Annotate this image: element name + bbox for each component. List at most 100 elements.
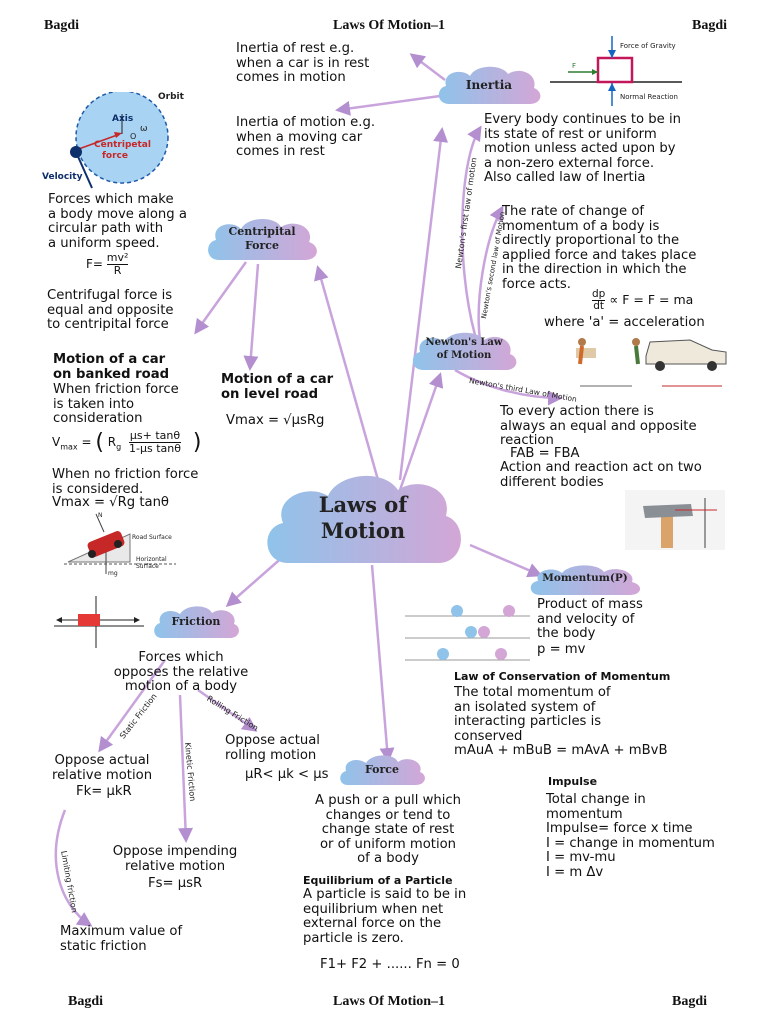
third-law-formula: FAB = FBA bbox=[510, 446, 580, 461]
banked-formula-num: μs+ tanθ bbox=[129, 429, 181, 443]
banked-title: Motion of a car on banked road bbox=[53, 352, 170, 382]
conservation-text: The total momentum of an isolated system… bbox=[454, 685, 611, 744]
centripetal-cloud: Centripital Force bbox=[203, 214, 321, 264]
fig-f-label: F bbox=[572, 62, 577, 70]
conservation-formula: mAuA + mBuB = mAvA + mBvB bbox=[454, 743, 668, 758]
rolling-text: Oppose actual rolling motion bbox=[225, 733, 320, 763]
friction-cloud-label: Friction bbox=[171, 615, 221, 628]
force-cloud-label: Force bbox=[364, 763, 400, 776]
force-cloud: Force bbox=[336, 752, 428, 788]
centrifugal-text: Centrifugal force is equal and opposite … bbox=[47, 288, 174, 332]
third-law-label: Newton's third Law of Motion bbox=[468, 376, 578, 404]
inertia-definition: Every body continues to be in its state … bbox=[484, 112, 682, 185]
newton-figure bbox=[572, 330, 732, 392]
banked-formula: Vmax = ( Rg μs+ tanθ 1-μs tanθ ) bbox=[52, 429, 202, 456]
static-formula: Fk= μkR bbox=[76, 784, 132, 799]
second-law-formula-rest: ∝ F = F = ma bbox=[609, 292, 694, 307]
fig-normal-label: Normal Reaction bbox=[620, 93, 678, 101]
static-friction-label: Static Friction bbox=[118, 691, 159, 741]
collision-figure bbox=[405, 602, 530, 664]
fig-force-line1: Centripetal bbox=[94, 140, 151, 150]
limiting-friction-label: Limiting friction bbox=[59, 850, 79, 914]
arrow-to-force bbox=[370, 564, 395, 763]
newton-cloud-line2: of Motion bbox=[436, 350, 492, 361]
centripetal-definition: Forces which make a body move along a ci… bbox=[48, 192, 187, 251]
arrow-to-inertia bbox=[398, 127, 449, 481]
second-law-formula: dp dt ∝ F = F = ma bbox=[592, 289, 693, 312]
hammer-figure bbox=[625, 490, 725, 550]
second-law-formula-den: dt bbox=[593, 300, 605, 312]
equilibrium-text: A particle is said to be in equilibrium … bbox=[303, 887, 467, 946]
friction-figure bbox=[54, 594, 148, 654]
first-law-label: Newton's first law of motion bbox=[454, 156, 479, 270]
central-title-line1: Laws of bbox=[318, 492, 408, 517]
banked-formula-lhs-sub: max bbox=[60, 442, 78, 452]
momentum-formula: p = mv bbox=[537, 642, 586, 657]
level-title: Motion of a car on level road bbox=[221, 372, 334, 402]
inertia-of-motion: Inertia of motion e.g. when a moving car… bbox=[236, 115, 376, 159]
inertia-cloud-label: Inertia bbox=[465, 78, 513, 92]
static-text: Oppose actual relative motion bbox=[51, 753, 153, 783]
momentum-cloud: Momentum(P) bbox=[526, 562, 644, 598]
fig-horizontal-label: Horizontal Surface bbox=[136, 556, 167, 570]
banked-formula-rg-sub: g bbox=[116, 442, 122, 452]
inertia-of-rest: Inertia of rest e.g. when a car is in re… bbox=[236, 41, 370, 85]
third-law-bodies: Action and reaction act on two different… bbox=[500, 460, 702, 490]
centripetal-formula-den: R bbox=[113, 264, 122, 277]
inertia-cloud: Inertia bbox=[434, 62, 544, 108]
footer-left: Bagdi bbox=[68, 994, 104, 1009]
centripetal-formula-num: mv² bbox=[106, 251, 129, 265]
fig-velocity-label: Velocity bbox=[42, 172, 83, 182]
central-cloud: Laws of Motion bbox=[258, 468, 468, 578]
banked-formula-rg: R bbox=[107, 435, 117, 449]
fig-mg-label: mg bbox=[108, 570, 118, 577]
newton-cloud-line1: Newton's Law bbox=[425, 337, 503, 348]
header-left: Bagdi bbox=[44, 18, 80, 33]
centripetal-cloud-line1: Centripital bbox=[228, 225, 296, 238]
fig-road-label: Road Surface bbox=[132, 534, 172, 541]
second-law-text: The rate of change of momentum of a body… bbox=[502, 204, 697, 292]
rolling-friction-label: Rolling Friction bbox=[205, 694, 260, 733]
footer-right: Bagdi bbox=[672, 994, 708, 1009]
arrow-to-banked bbox=[194, 261, 248, 335]
banked-formula-eq: = bbox=[81, 435, 92, 449]
arrow-to-inertia-motion bbox=[335, 94, 441, 116]
fig-omega-label: ω bbox=[140, 124, 148, 134]
impending-formula: Fs= μsR bbox=[148, 876, 203, 891]
header-title: Laws Of Motion–1 bbox=[333, 18, 445, 33]
equilibrium-formula: F1+ F2 + ...... Fn = 0 bbox=[320, 957, 460, 972]
centripetal-cloud-line2: Force bbox=[244, 239, 280, 252]
fig-o-label: O bbox=[130, 132, 137, 141]
central-title-line2: Motion bbox=[320, 518, 406, 543]
orbit-figure: Orbit Axis ω O Centripetal force Velocit… bbox=[42, 90, 202, 192]
banked-formula-lhs: V bbox=[52, 435, 61, 449]
centripetal-formula: F= mv² R bbox=[86, 251, 129, 277]
acceleration-text: where 'a' = acceleration bbox=[544, 315, 705, 330]
conservation-title: Law of Conservation of Momentum bbox=[454, 670, 671, 683]
banked-no-friction-text: When no friction force is considered. bbox=[52, 467, 199, 497]
friction-definition: Forces which opposes the relative motion… bbox=[113, 650, 249, 694]
fig-axis-label: Axis bbox=[112, 114, 134, 124]
arrow-to-level bbox=[243, 263, 260, 371]
third-law-text: To every action there is always an equal… bbox=[500, 404, 697, 448]
fig-force-line2: force bbox=[102, 151, 128, 161]
banked-friction-text: When friction force is taken into consid… bbox=[53, 382, 179, 426]
centripetal-formula-prefix: F= bbox=[86, 257, 103, 271]
fig-gravity-label: Force of Gravity bbox=[620, 42, 676, 50]
second-law-formula-num: dp bbox=[592, 288, 606, 301]
rolling-formula: μR< μk < μs bbox=[245, 767, 329, 782]
impulse-text: Total change in momentum Impulse= force … bbox=[546, 792, 715, 880]
banked-formula2: Vmax = √Rg tanθ bbox=[52, 495, 169, 510]
fig-n-label: N bbox=[98, 512, 103, 519]
newton-cloud: Newton's Law of Motion bbox=[408, 328, 520, 374]
friction-cloud: Friction bbox=[150, 603, 242, 641]
impending-text: Oppose impending relative motion bbox=[112, 844, 238, 874]
cloud-shape bbox=[267, 475, 461, 563]
momentum-cloud-label: Momentum(P) bbox=[542, 572, 628, 584]
limiting-text: Maximum value of static friction bbox=[60, 924, 183, 954]
level-formula: Vmax = √μsRg bbox=[226, 413, 325, 428]
footer-title: Laws Of Motion–1 bbox=[333, 994, 445, 1009]
force-definition: A push or a pull which changes or tend t… bbox=[315, 793, 461, 866]
equilibrium-title: Equilibrium of a Particle bbox=[303, 874, 453, 887]
fig-orbit-label: Orbit bbox=[158, 92, 184, 102]
